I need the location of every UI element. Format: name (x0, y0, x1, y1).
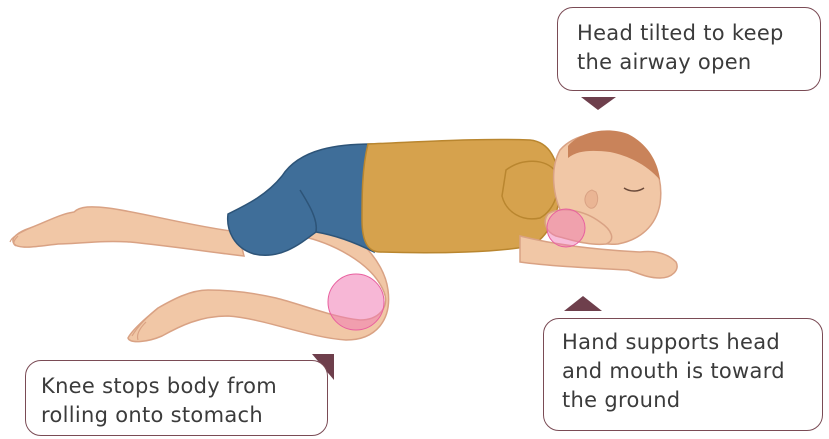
hand-pointer (564, 296, 602, 311)
ear (585, 190, 598, 208)
callout-knee-stops-body: Knee stops body from rolling onto stomac… (25, 360, 328, 436)
callout-line: Knee stops body from (41, 372, 327, 401)
callout-hand-supports-head: Hand supports head and mouth is toward t… (543, 318, 823, 431)
callout-line: rolling onto stomach (41, 401, 327, 430)
head-pointer (581, 97, 616, 110)
callout-line: Hand supports head (562, 328, 822, 357)
callout-line: Head tilted to keep (577, 19, 820, 48)
callout-line: the ground (562, 386, 822, 415)
shorts (228, 144, 374, 255)
callout-line: and mouth is toward (562, 357, 822, 386)
hand-highlight (547, 209, 585, 247)
callout-line: the airway open (577, 48, 820, 77)
back-leg (13, 207, 244, 256)
knee-highlight (328, 274, 384, 330)
shirt-sleeve (502, 161, 558, 219)
callout-head-tilted: Head tilted to keep the airway open (557, 7, 821, 91)
